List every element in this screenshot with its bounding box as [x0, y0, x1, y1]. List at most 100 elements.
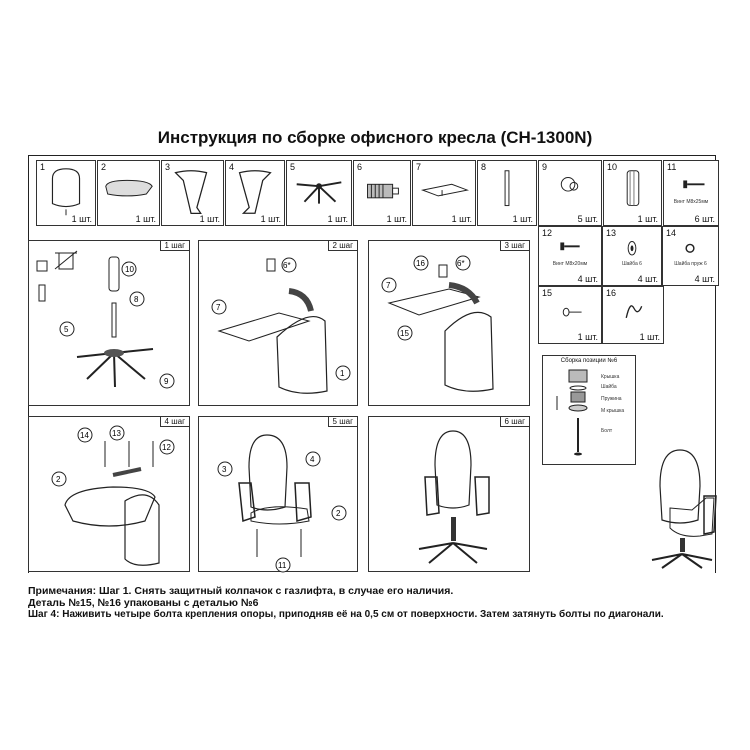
spring-icon	[367, 183, 399, 199]
seat-icon	[105, 179, 153, 197]
callout-6: 6*	[283, 261, 291, 270]
part-cell-4: 4 1 шт.	[225, 160, 285, 226]
callout-10: 10	[125, 265, 134, 274]
pin-icon	[562, 307, 582, 317]
part-qty: 1 шт.	[639, 332, 660, 342]
step-6-panel: 6 шаг	[368, 416, 530, 572]
subassembly-label: Пружина	[601, 396, 622, 402]
part-number: 11	[667, 162, 677, 172]
part-qty: 6 шт.	[694, 214, 715, 224]
step-tag: 1 шаг	[159, 241, 189, 251]
page-title: Инструкция по сборке офисного кресла (CH…	[157, 128, 593, 147]
subassembly-panel: Сборка позиции №6 Крышка Шайба Пружина М…	[542, 355, 636, 465]
part-number: 1	[40, 162, 46, 172]
screw-icon	[560, 242, 580, 251]
part-qty: 5 шт.	[577, 214, 598, 224]
part-cell-14: 14 Шайба пруж 6 4 шт.	[662, 226, 719, 286]
callout-7: 7	[386, 281, 391, 290]
step-2-diagram: 6* 7 1	[211, 257, 351, 394]
rod-icon	[504, 170, 510, 207]
step-5-panel: 5 шаг 3 4 2 11	[198, 416, 358, 573]
part-cell-13: 13 Шайба 6 4 шт.	[602, 226, 662, 286]
step-4-panel: 4 шаг 14 13 12 2	[28, 416, 190, 572]
callout-2: 2	[56, 475, 61, 484]
gaslift-icon	[626, 170, 640, 207]
subassembly-label: Болт	[601, 428, 613, 434]
trash-icon	[54, 250, 78, 270]
callout-12: 12	[162, 443, 171, 452]
note-line: Примечания: Шаг 1. Снять защитный колпач…	[28, 585, 454, 597]
subassembly-label: Крышка	[601, 374, 620, 380]
part-cell-10: 10 1 шт.	[603, 160, 662, 226]
part-number: 10	[607, 162, 618, 172]
part-cell-2: 2 1 шт.	[97, 160, 160, 226]
callout-8: 8	[134, 295, 139, 304]
part-number: 13	[606, 228, 617, 238]
step-tag: 6 шаг	[499, 417, 529, 427]
part-cell-12: 12 Винт М8х20мм 4 шт.	[538, 226, 602, 286]
part-cell-6: 6 1 шт.	[353, 160, 411, 226]
callout-1: 1	[340, 369, 345, 378]
part-number: 16	[606, 288, 617, 298]
callout-2: 2	[336, 509, 341, 518]
callout-5: 5	[64, 325, 69, 334]
part-cell-1: 1 1 шт.	[36, 160, 96, 226]
clip-icon	[625, 305, 643, 319]
step-tag: 2 шаг	[327, 241, 357, 251]
part-qty: 1 шт.	[71, 214, 92, 224]
part-caption: Шайба 6	[622, 261, 642, 267]
part-caption: Шайба пруж 6	[674, 261, 707, 267]
spring-washer-icon	[685, 243, 695, 253]
washer-icon	[627, 241, 637, 256]
note-line: Деталь №15, №16 упакованы с деталью №6	[28, 597, 259, 609]
part-number: 12	[542, 228, 553, 238]
part-number: 9	[542, 162, 548, 172]
mechanism-icon	[420, 183, 470, 197]
step-6-diagram	[418, 430, 490, 564]
step-2-panel: 2 шаг 6* 7 1	[198, 240, 358, 406]
part-number: 5	[290, 162, 296, 172]
part-number: 14	[666, 228, 677, 238]
callout-14: 14	[80, 431, 89, 440]
part-qty: 1 шт.	[386, 214, 407, 224]
callout-3: 3	[222, 465, 227, 474]
subassembly-label: Шайба	[601, 384, 617, 390]
assembled-chair-illustration	[651, 449, 717, 569]
part-qty: 1 шт.	[512, 214, 533, 224]
part-qty: 1 шт.	[199, 214, 220, 224]
step-tag: 5 шаг	[327, 417, 357, 427]
part-number: 6	[357, 162, 363, 172]
part-cell-11: 11 Винт М8х25мм 6 шт.	[663, 160, 719, 226]
part-qty: 1 шт.	[135, 214, 156, 224]
callout-6: 6*	[457, 259, 465, 268]
part-caption: Винт М8х20мм	[552, 261, 588, 267]
part-number: 15	[542, 288, 553, 298]
part-cell-15: 15 1 шт.	[538, 286, 602, 344]
notes-block: Примечания: Шаг 1. Снять защитный колпач…	[28, 585, 718, 621]
step-tag: 4 шаг	[159, 417, 189, 427]
step-1-panel: 1 шаг 10 8 5 9	[28, 240, 190, 406]
screw-icon	[683, 180, 705, 189]
base-icon	[296, 181, 342, 204]
callout-7: 7	[216, 303, 221, 312]
part-qty: 1 шт.	[451, 214, 472, 224]
part-number: 3	[165, 162, 171, 172]
armrest-left-icon	[174, 170, 208, 214]
subassembly-diagram	[556, 369, 588, 456]
part-number: 8	[481, 162, 487, 172]
part-cell-3: 3 1 шт.	[161, 160, 224, 226]
step-3-diagram: 16 6* 7 15	[381, 255, 494, 392]
callout-16: 16	[416, 259, 425, 268]
callout-13: 13	[112, 429, 121, 438]
part-cell-8: 8 1 шт.	[477, 160, 537, 226]
part-cell-7: 7 1 шт.	[412, 160, 476, 226]
note-line: Шаг 4: Наживить четыре болта крепления о…	[28, 609, 664, 620]
callout-4: 4	[310, 455, 315, 464]
part-cell-16: 16 1 шт.	[602, 286, 664, 344]
part-qty: 4 шт.	[694, 274, 715, 284]
subassembly-label: М крышка	[601, 408, 625, 414]
callout-15: 15	[400, 329, 409, 338]
part-qty: 4 шт.	[637, 274, 658, 284]
part-number: 7	[416, 162, 422, 172]
part-qty: 4 шт.	[577, 274, 598, 284]
